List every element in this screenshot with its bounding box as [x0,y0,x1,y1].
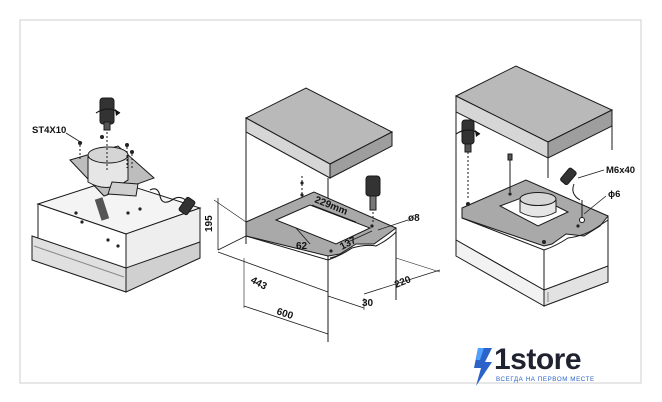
label-cutout-offset: 62 [296,241,308,252]
label-bolt-spec: M6x40 [606,165,635,176]
installed-motor [498,192,570,227]
label-cabinet-width: 600 [275,306,295,322]
label-cabinet-height: 195 [204,215,215,232]
power-plug [178,196,196,216]
brand-tagline: ВСЕГДА НА ПЕРВОМ МЕСТЕ [496,376,595,383]
screw-heads [466,192,580,244]
screwdriver-right [461,119,475,200]
brand-logo: 1store ВСЕГДА НА ПЕРВОМ МЕСТЕ [470,343,620,392]
motor-housing [87,146,139,197]
mount-holes [300,181,374,253]
figure-hood-unit [31,97,202,293]
lightning-bolt-icon [474,348,492,386]
power-cable [149,188,189,203]
mount-bolts [507,153,585,223]
hood-top-slots [74,207,142,248]
label-hole-diameter: ø8 [408,213,420,224]
label-screw-spec: ST4X10 [32,125,66,136]
label-bolt-diameter: ϕ6 [608,189,620,200]
brand-name: 1store [494,343,582,376]
label-front-offset: 30 [362,298,374,309]
drill-icon [365,175,381,222]
diagram-frame [19,19,642,384]
label-cabinet-depth: 443 [249,275,269,293]
figure-installed-unit [454,65,614,307]
figure-cabinet-cutout [213,87,441,342]
installed-plug [560,167,581,201]
cabinet-cutout [274,204,372,245]
